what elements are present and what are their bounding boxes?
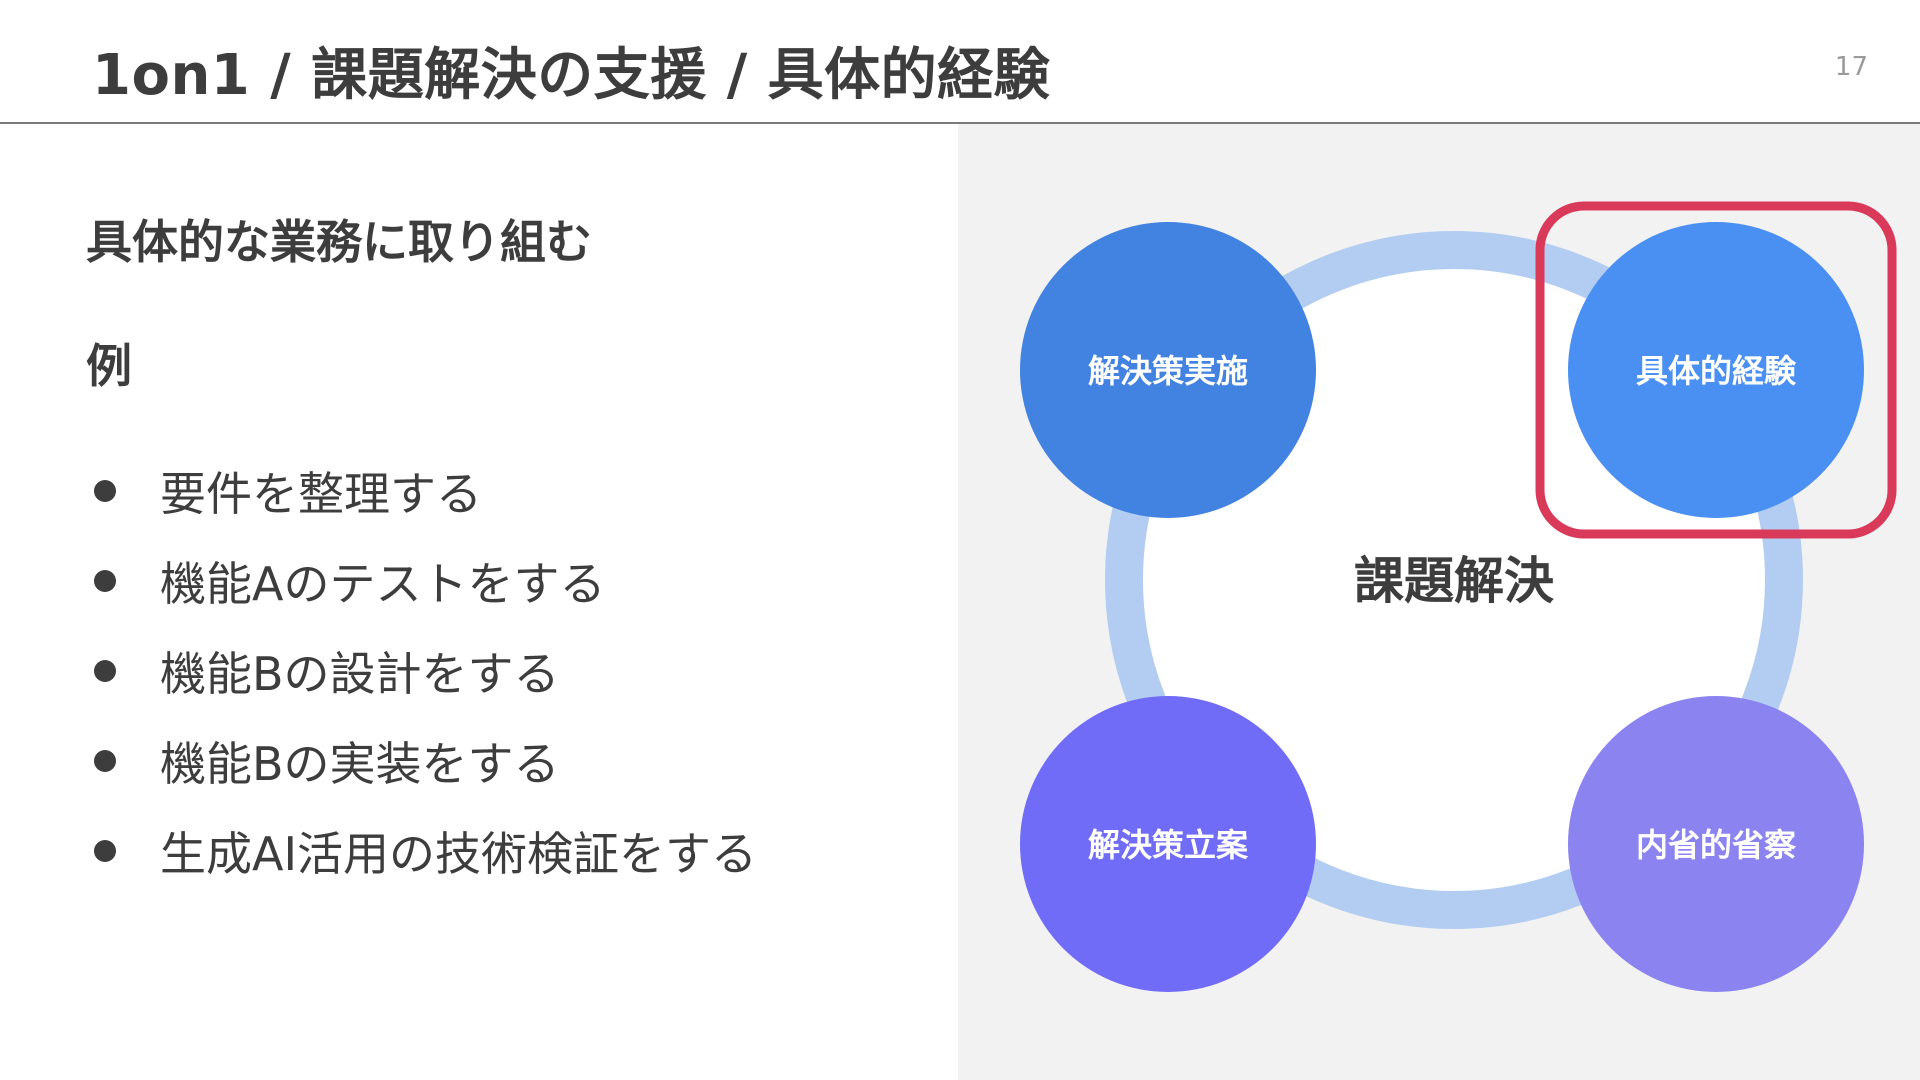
- bullet-icon: [94, 480, 116, 502]
- center-label: 課題解決: [1354, 552, 1554, 610]
- node-circle: [1568, 222, 1864, 518]
- bullet-icon: [94, 750, 116, 772]
- bullet-icon: [94, 660, 116, 682]
- list-item: 機能Bの設計をする: [86, 626, 757, 716]
- node-concrete-experience: 具体的経験: [1568, 222, 1864, 518]
- cycle-diagram: 課題解決 解決策実施 具体的経験 解決策立案 内省的省察: [1020, 201, 1897, 992]
- content-heading: 具体的な業務に取り組む: [86, 215, 592, 269]
- list-item: 機能Aのテストをする: [86, 536, 757, 626]
- list-item: 要件を整理する: [86, 446, 757, 536]
- page-number: 17: [1834, 52, 1868, 82]
- list-item-text: 生成AI活用の技術検証をする: [160, 827, 758, 881]
- example-list: 要件を整理する 機能Aのテストをする 機能Bの設計をする 機能Bの実装をする 生…: [86, 446, 757, 896]
- diagram-panel: 課題解決 解決策実施 具体的経験 解決策立案 内省的省察: [958, 124, 1920, 1080]
- node-solution-planning: 解決策立案: [1020, 696, 1316, 992]
- node-label: 解決策実施: [1088, 352, 1248, 390]
- highlight-frame: [1535, 201, 1897, 539]
- node-circle: [1568, 696, 1864, 992]
- list-item-text: 要件を整理する: [160, 467, 482, 521]
- slide-title: 1on1 / 課題解決の支援 / 具体的経験: [92, 43, 1051, 108]
- list-item-text: 機能Aのテストをする: [160, 557, 606, 611]
- list-item: 機能Bの実装をする: [86, 716, 757, 806]
- title-divider: [0, 122, 1920, 124]
- bullet-icon: [94, 840, 116, 862]
- example-label: 例: [86, 339, 132, 393]
- list-item-text: 機能Bの設計をする: [160, 647, 560, 701]
- node-label: 内省的省察: [1636, 826, 1796, 864]
- node-label: 具体的経験: [1636, 352, 1797, 390]
- list-item-text: 機能Bの実装をする: [160, 737, 560, 791]
- node-circle: [1020, 222, 1316, 518]
- node-reflective-observation: 内省的省察: [1568, 696, 1864, 992]
- list-item: 生成AI活用の技術検証をする: [86, 806, 757, 896]
- node-solution-implementation: 解決策実施: [1020, 222, 1316, 518]
- node-circle: [1020, 696, 1316, 992]
- node-label: 解決策立案: [1088, 826, 1249, 864]
- bullet-icon: [94, 570, 116, 592]
